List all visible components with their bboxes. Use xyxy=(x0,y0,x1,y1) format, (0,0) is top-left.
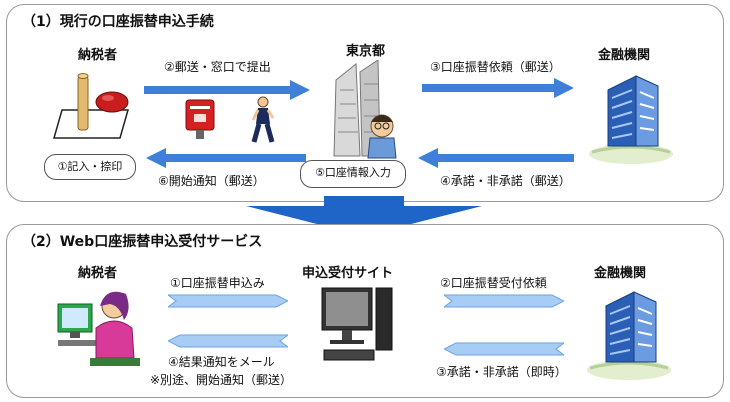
step3-label: ③口座振替依頼（郵送） xyxy=(430,60,561,74)
arrow-result-email-left xyxy=(168,334,288,348)
section1-title: （1）現行の口座振替申込手続 xyxy=(22,14,214,30)
section1-tokyo-label: 東京都 xyxy=(346,44,386,59)
arrow-request-right xyxy=(422,78,574,98)
walking-person-icon xyxy=(251,96,275,143)
bank-building-icon xyxy=(589,75,673,164)
section2-bank-label: 金融機関 xyxy=(594,266,647,281)
bank-building-icon-2 xyxy=(587,291,671,380)
s2-step4-label: ④結果通知をメール xyxy=(168,355,275,369)
s2-step1-label: ①口座振替申込み xyxy=(170,276,265,290)
step1-callout: ①記入・捺印 xyxy=(44,154,136,180)
arrow-submit-right xyxy=(144,80,310,100)
transition-arrow-down xyxy=(246,196,482,236)
step6-label: ⑥開始通知（郵送） xyxy=(158,174,265,188)
user-at-computer-icon xyxy=(57,291,140,366)
arrow-notice-left xyxy=(146,148,306,168)
arrow-accept-request-right xyxy=(444,294,564,308)
section1-taxpayer-label: 納税者 xyxy=(78,48,118,63)
postbox-icon xyxy=(185,99,215,139)
tokyo-government-building-icon xyxy=(333,60,397,159)
arrow-reply-left xyxy=(418,148,574,168)
step4-label: ④承諾・非承諾（郵送） xyxy=(440,174,571,188)
s2-note-label: ※別途、開始通知（郵送） xyxy=(150,373,293,387)
arrow-apply-right xyxy=(168,294,288,308)
section1-bank-label: 金融機関 xyxy=(598,48,651,63)
s2-step2-label: ②口座振替受付依頼 xyxy=(440,276,547,290)
step2-label: ②郵送・窓口で提出 xyxy=(164,60,271,74)
seal-stamp-icon xyxy=(53,73,129,139)
web-site-computer-icon xyxy=(321,287,393,361)
section2-title: （2）Web口座振替申込受付サービス xyxy=(22,234,263,250)
arrow-instant-reply-left xyxy=(444,342,564,356)
step5-callout: ⑤口座情報入力 xyxy=(300,160,406,188)
section2-site-label: 申込受付サイト xyxy=(302,266,394,281)
section2-taxpayer-label: 納税者 xyxy=(78,266,118,281)
s2-step3-label: ③承諾・非承諾（即時） xyxy=(436,365,567,379)
